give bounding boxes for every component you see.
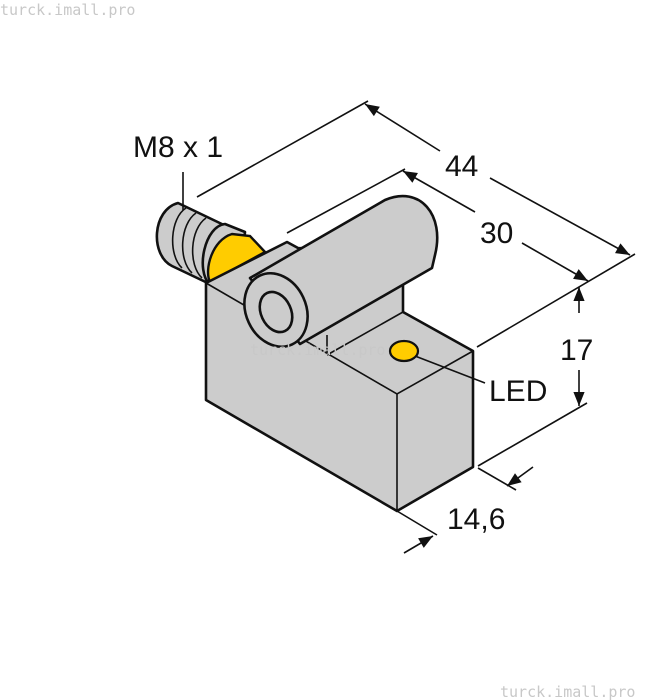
dimension-44: 44 bbox=[196, 100, 636, 348]
dimension-14-6-label: 14,6 bbox=[447, 503, 505, 536]
watermark-center: turck.imall.pro bbox=[250, 341, 385, 359]
sensor-cylinder bbox=[243, 194, 439, 348]
dimension-17-label: 17 bbox=[560, 334, 593, 367]
dimension-44-label: 44 bbox=[445, 150, 478, 183]
thread-label: M8 x 1 bbox=[133, 131, 223, 164]
dimension-14-6: 14,6 bbox=[396, 466, 534, 554]
led-label: LED bbox=[489, 375, 547, 408]
m8-connector bbox=[155, 201, 267, 288]
watermark-bottom: turck.imall.pro bbox=[500, 683, 635, 700]
dimension-30: 30 bbox=[286, 168, 589, 282]
led-leader bbox=[414, 355, 486, 384]
dimension-17: 17 bbox=[477, 287, 593, 467]
watermark-top: turck.imall.pro bbox=[0, 1, 135, 19]
dimension-30-label: 30 bbox=[480, 217, 513, 250]
led-indicator bbox=[388, 339, 420, 363]
